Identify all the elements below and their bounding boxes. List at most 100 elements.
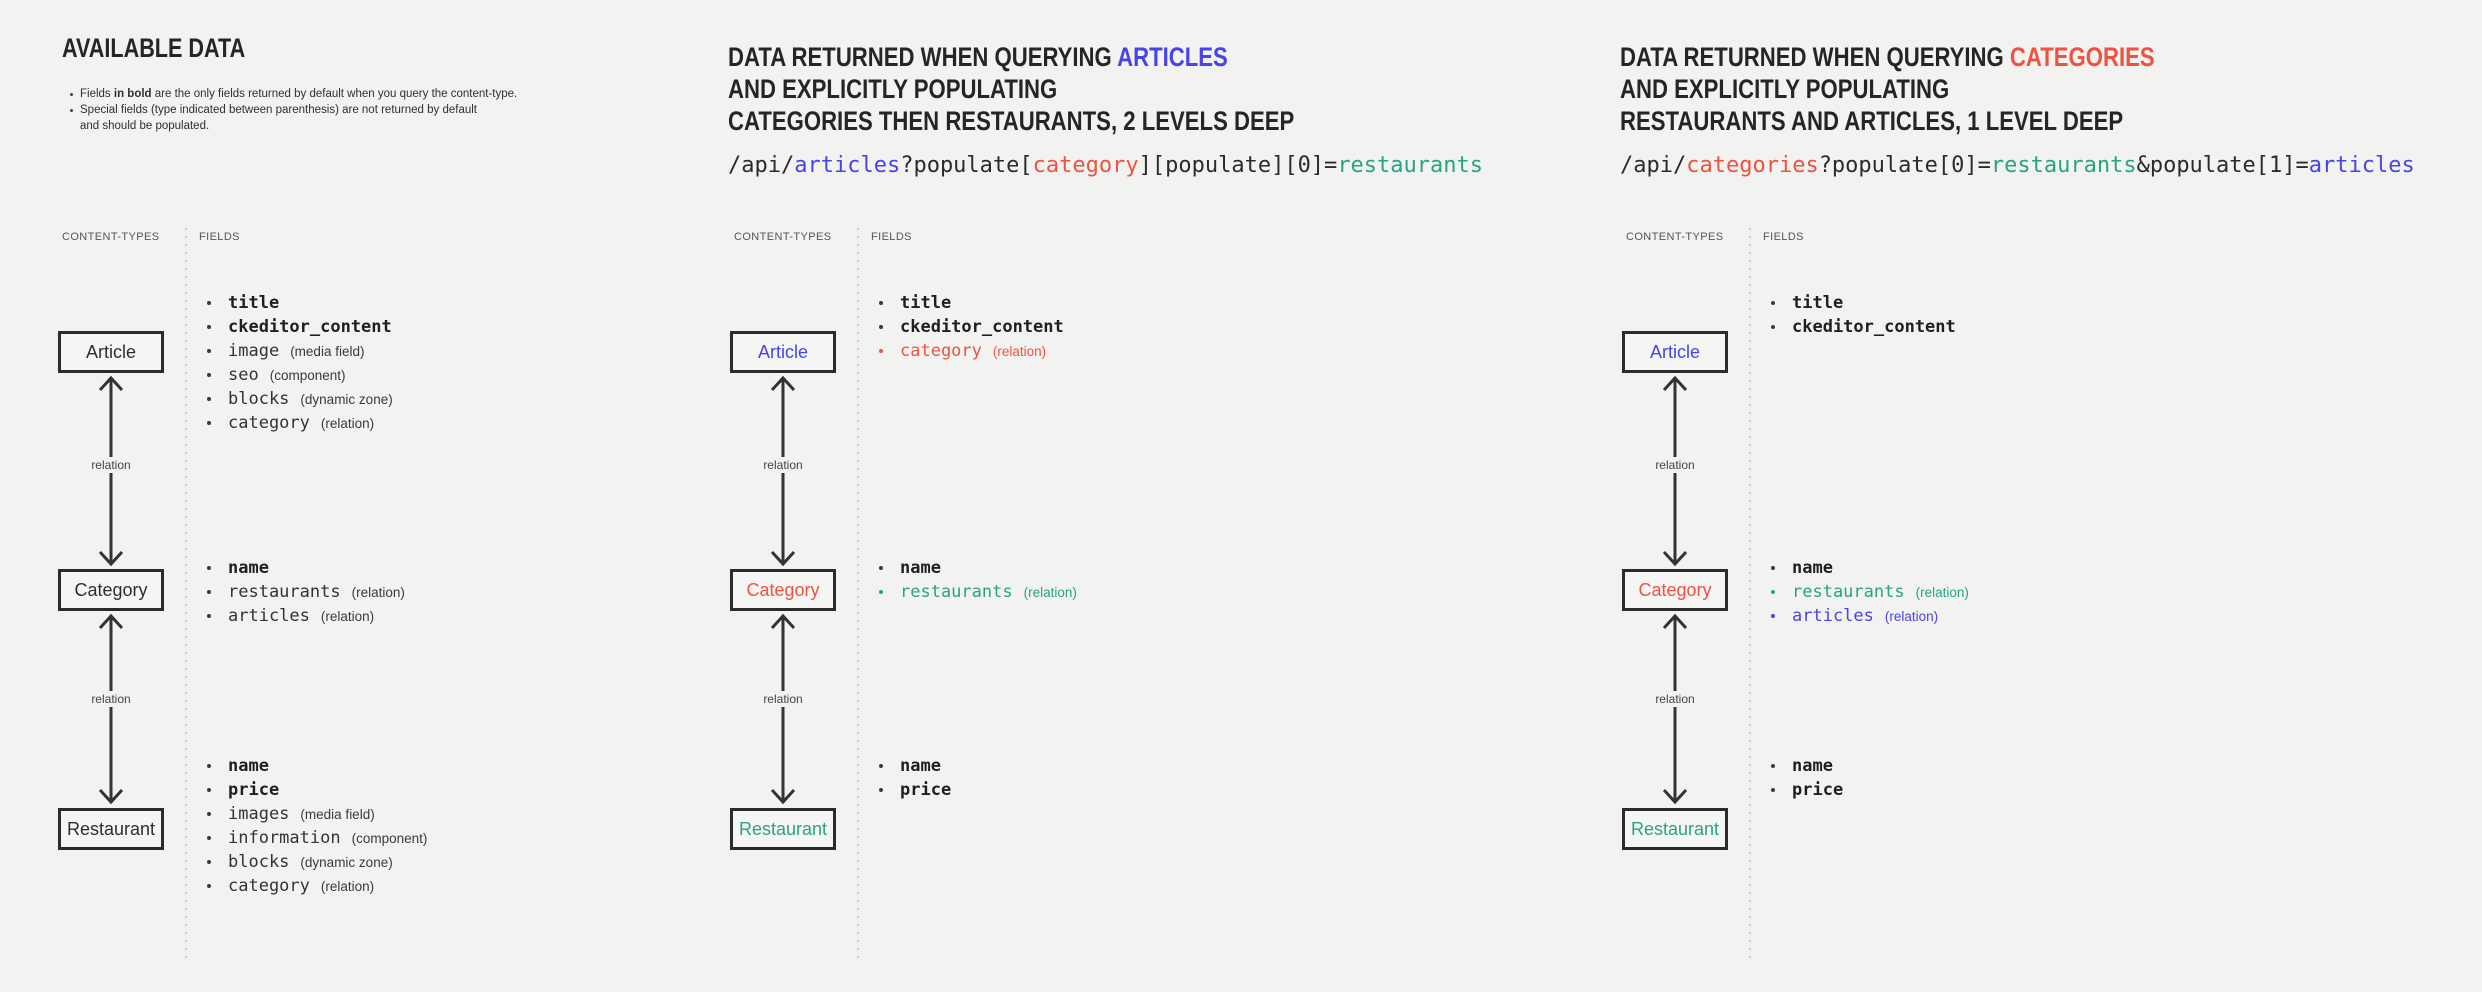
article-fields-list: title ckeditor_content category(relation… bbox=[875, 291, 1590, 363]
bullet-dot bbox=[70, 93, 73, 96]
category-node-label: Category bbox=[746, 579, 820, 600]
bullet-dot bbox=[207, 836, 211, 840]
restaurant-node-label: Restaurant bbox=[738, 818, 828, 839]
article-node-label: Article bbox=[757, 341, 808, 362]
field-row: name bbox=[875, 754, 1590, 778]
field-row: title bbox=[203, 291, 708, 315]
relation-label: relation bbox=[58, 457, 164, 473]
field-row: ckeditor_content bbox=[203, 315, 708, 339]
restaurant-fields-list: name price bbox=[1767, 754, 2477, 802]
bullet-dot bbox=[879, 325, 883, 329]
article-node-box: Article bbox=[730, 331, 836, 373]
bullet-dot bbox=[879, 788, 883, 792]
notes-list: Fields in bold are the only fields retur… bbox=[70, 86, 517, 134]
panel-title: DATA RETURNED WHEN QUERYING CATEGORIES A… bbox=[1620, 42, 2155, 136]
relation-label: relation bbox=[730, 691, 836, 707]
panel-available-data: AVAILABLE DATA Fields in bold are the on… bbox=[58, 0, 708, 992]
highlight-categories: CATEGORIES bbox=[2009, 42, 2155, 72]
category-fields-list: name restaurants(relation) articles(rela… bbox=[203, 556, 708, 628]
field-row: articles(relation) bbox=[203, 604, 708, 628]
field-row: information(component) bbox=[203, 826, 708, 850]
panel-querying-articles: DATA RETURNED WHEN QUERYING ARTICLES AND… bbox=[728, 0, 1590, 992]
column-divider-dotted-line bbox=[1749, 228, 1751, 958]
article-node-label: Article bbox=[1649, 341, 1700, 362]
article-node-label: Article bbox=[85, 341, 136, 362]
bullet-dot bbox=[207, 349, 211, 353]
restaurant-fields-list: name price bbox=[875, 754, 1590, 802]
bullet-dot bbox=[207, 590, 211, 594]
content-types-column-label: CONTENT-TYPES bbox=[1626, 231, 1724, 243]
relation-arrow-icon bbox=[770, 613, 796, 805]
bullet-dot bbox=[1771, 325, 1775, 329]
bullet-dot bbox=[207, 788, 211, 792]
field-row: restaurants(relation) bbox=[203, 580, 708, 604]
bullet-dot bbox=[1771, 614, 1775, 618]
article-node-box: Article bbox=[1622, 331, 1728, 373]
relation-arrow-icon bbox=[1662, 613, 1688, 805]
bullet-dot bbox=[879, 764, 883, 768]
bullet-dot bbox=[207, 421, 211, 425]
panel-querying-categories: DATA RETURNED WHEN QUERYING CATEGORIES A… bbox=[1620, 0, 2477, 992]
category-node-box: Category bbox=[730, 569, 836, 611]
page-title: AVAILABLE DATA bbox=[62, 33, 246, 63]
relation-label: relation bbox=[1622, 691, 1728, 707]
bullet-dot bbox=[879, 349, 883, 353]
field-row: blocks(dynamic zone) bbox=[203, 387, 708, 411]
field-row: ckeditor_content bbox=[875, 315, 1590, 339]
content-types-column-label: CONTENT-TYPES bbox=[62, 231, 160, 243]
field-row: images(media field) bbox=[203, 802, 708, 826]
field-row: category(relation) bbox=[875, 339, 1590, 363]
restaurant-node-box: Restaurant bbox=[730, 808, 836, 850]
bullet-dot bbox=[1771, 764, 1775, 768]
bullet-dot bbox=[1771, 301, 1775, 305]
column-divider-dotted-line bbox=[857, 228, 859, 958]
bullet-dot bbox=[70, 109, 73, 112]
bullet-dot bbox=[207, 884, 211, 888]
api-url: /api/categories?populate[0]=restaurants&… bbox=[1620, 153, 2415, 178]
article-fields-list: title ckeditor_content bbox=[1767, 291, 2477, 339]
column-divider-dotted-line bbox=[185, 228, 187, 958]
field-row: category(relation) bbox=[203, 411, 708, 435]
field-row: name bbox=[875, 556, 1590, 580]
fields-column-label: FIELDS bbox=[199, 231, 240, 243]
relation-arrow-icon bbox=[98, 613, 124, 805]
field-row: name bbox=[203, 556, 708, 580]
bullet-dot bbox=[1771, 590, 1775, 594]
category-fields-list: name restaurants(relation) bbox=[875, 556, 1590, 604]
bullet-dot bbox=[207, 764, 211, 768]
field-row: image(media field) bbox=[203, 339, 708, 363]
field-row: price bbox=[875, 778, 1590, 802]
category-fields-list: name restaurants(relation) articles(rela… bbox=[1767, 556, 2477, 628]
category-node-box: Category bbox=[58, 569, 164, 611]
field-row: ckeditor_content bbox=[1767, 315, 2477, 339]
field-row: name bbox=[203, 754, 708, 778]
fields-column-label: FIELDS bbox=[1763, 231, 1804, 243]
category-node-box: Category bbox=[1622, 569, 1728, 611]
field-row: name bbox=[1767, 556, 2477, 580]
api-url: /api/articles?populate[category][populat… bbox=[728, 153, 1484, 178]
category-node-label: Category bbox=[74, 579, 148, 600]
field-row: title bbox=[1767, 291, 2477, 315]
field-row: name bbox=[1767, 754, 2477, 778]
note-bold-fields: Fields in bold are the only fields retur… bbox=[70, 86, 517, 102]
bullet-dot bbox=[207, 614, 211, 618]
bullet-dot bbox=[879, 590, 883, 594]
field-row: category(relation) bbox=[203, 874, 708, 898]
bullet-dot bbox=[207, 397, 211, 401]
restaurant-node-label: Restaurant bbox=[66, 818, 156, 839]
bullet-dot bbox=[207, 325, 211, 329]
field-row: blocks(dynamic zone) bbox=[203, 850, 708, 874]
field-row: restaurants(relation) bbox=[875, 580, 1590, 604]
bullet-dot bbox=[879, 566, 883, 570]
restaurant-node-box: Restaurant bbox=[58, 808, 164, 850]
article-fields-list: title ckeditor_content image(media field… bbox=[203, 291, 708, 435]
bullet-dot bbox=[1771, 788, 1775, 792]
bullet-dot bbox=[879, 301, 883, 305]
restaurant-node-box: Restaurant bbox=[1622, 808, 1728, 850]
bullet-dot bbox=[207, 373, 211, 377]
relation-label: relation bbox=[58, 691, 164, 707]
bullet-dot bbox=[207, 566, 211, 570]
note-special-fields: Special fields (type indicated between p… bbox=[70, 102, 517, 134]
field-row: seo(component) bbox=[203, 363, 708, 387]
restaurant-fields-list: name price images(media field) informati… bbox=[203, 754, 708, 898]
